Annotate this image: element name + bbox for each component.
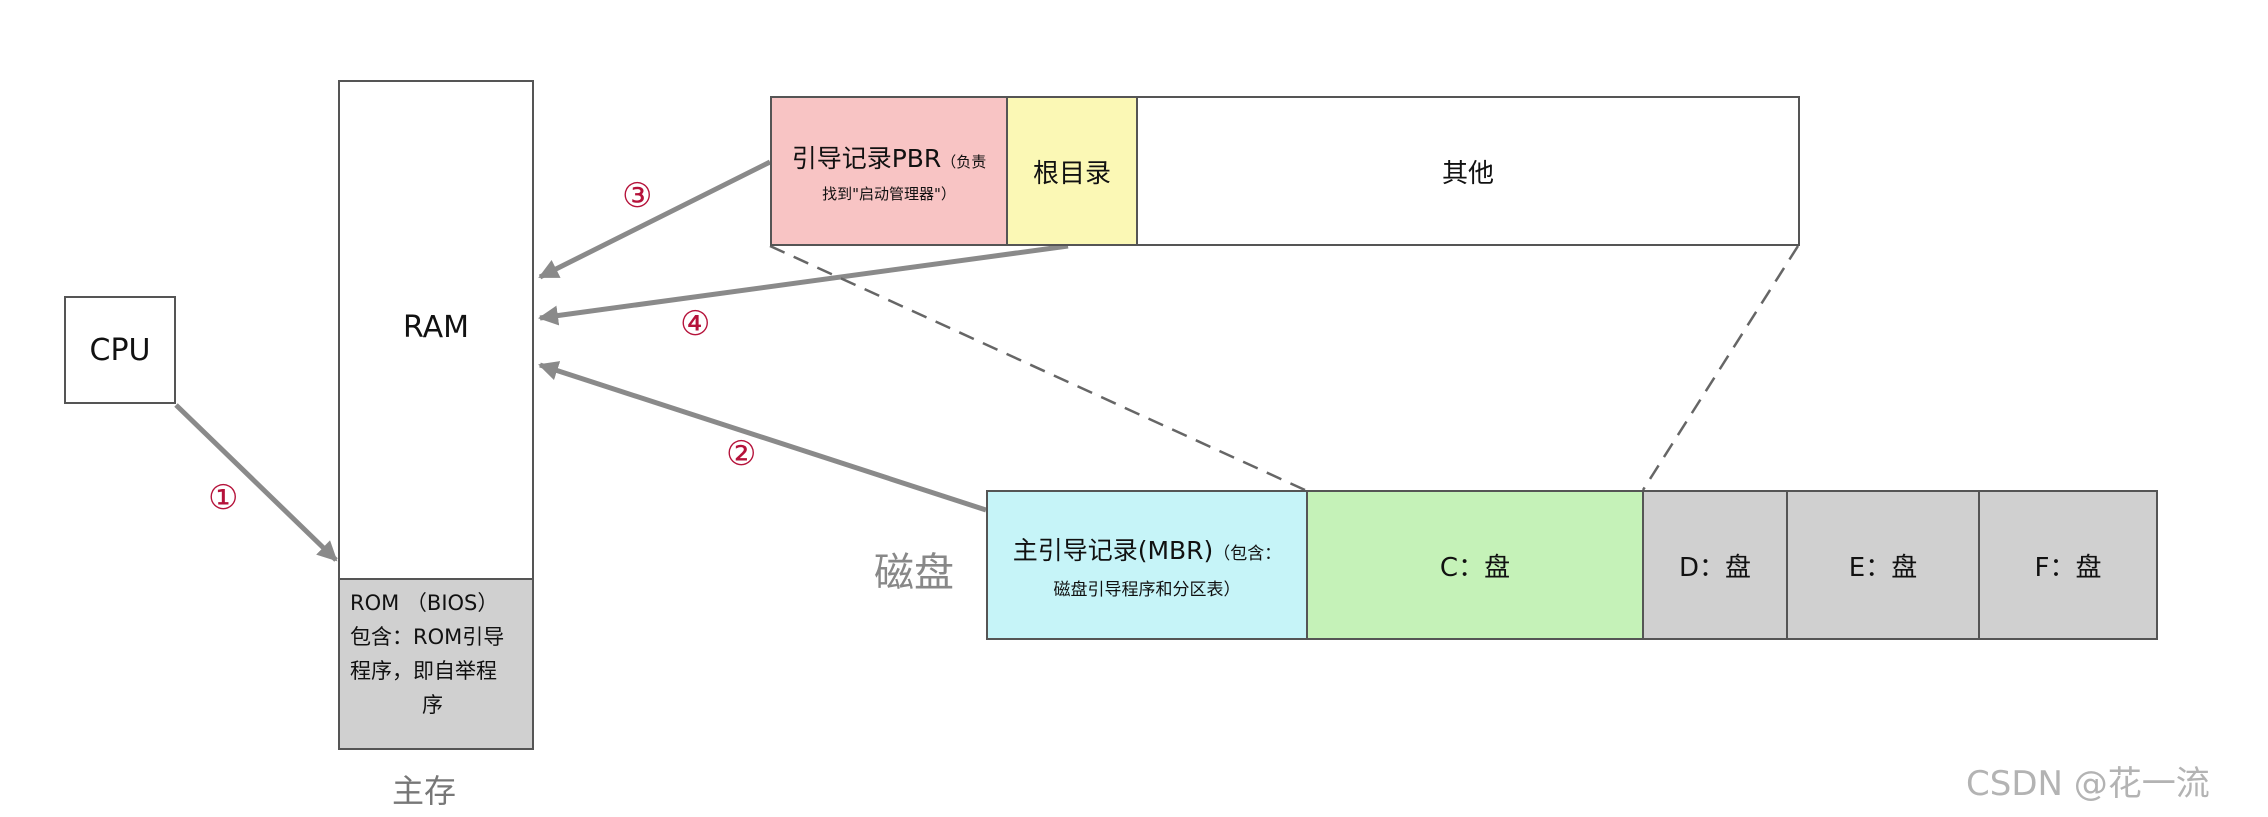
c-drive-label: C：盘 — [1439, 552, 1511, 583]
d-drive-label: D：盘 — [1678, 552, 1752, 583]
mbr-note-2: 磁盘引导程序和分区表） — [1053, 579, 1241, 600]
mbr-box: 主引导记录(MBR)（包含： 磁盘引导程序和分区表） — [986, 490, 1308, 640]
pbr-title: 引导记录PBR — [791, 143, 942, 173]
e-drive-box: E：盘 — [1786, 490, 1980, 640]
step-2-label: ② — [726, 434, 757, 474]
f-drive-label: F：盘 — [2034, 552, 2102, 583]
arrow-pbr-to-ram — [538, 159, 772, 280]
arrow-mbr-to-ram — [538, 361, 987, 513]
dashed-projection-right — [1641, 245, 1800, 491]
dashed-projection-left — [769, 244, 1306, 492]
step-1-label: ① — [208, 478, 239, 518]
mbr-title: 主引导记录(MBR) — [1012, 535, 1214, 565]
pbr-box: 引导记录PBR（负责 找到"启动管理器"） — [770, 96, 1008, 246]
rom-line-3: 程序，即自举程 — [350, 659, 497, 683]
root-directory-label: 根目录 — [1032, 158, 1111, 189]
c-drive-box: C：盘 — [1306, 490, 1644, 640]
step-3-label: ③ — [622, 176, 653, 216]
e-drive-label: E：盘 — [1848, 552, 1918, 583]
cpu-label: CPU — [89, 332, 151, 368]
root-directory-box: 根目录 — [1006, 96, 1138, 246]
arrow-rootdir-to-ram — [538, 243, 1069, 326]
mbr-note-1: （包含： — [1213, 543, 1282, 564]
rom-line-4: 序 — [422, 693, 443, 717]
watermark: CSDN @花一流 — [1966, 764, 2210, 804]
pbr-note-2: 找到"启动管理器"） — [822, 184, 956, 203]
f-drive-box: F：盘 — [1978, 490, 2158, 640]
step-4-label: ④ — [680, 304, 711, 344]
ram-label: RAM — [402, 310, 470, 345]
d-drive-box: D：盘 — [1642, 490, 1788, 640]
other-area-box: 其他 — [1136, 96, 1800, 246]
arrow-cpu-to-rom — [174, 403, 338, 562]
rom-box: ROM （BIOS） 包含：ROM引导 程序，即自举程 序 — [338, 578, 534, 750]
cpu-box: CPU — [64, 296, 176, 404]
disk-label: 磁盘 — [874, 550, 954, 596]
main-memory-caption: 主存 — [392, 772, 457, 810]
rom-line-1: ROM （BIOS） — [350, 591, 499, 615]
rom-line-2: 包含：ROM引导 — [350, 625, 505, 649]
other-area-label: 其他 — [1441, 158, 1494, 189]
pbr-note-1: （负责 — [941, 152, 987, 171]
ram-box: RAM — [338, 80, 534, 580]
